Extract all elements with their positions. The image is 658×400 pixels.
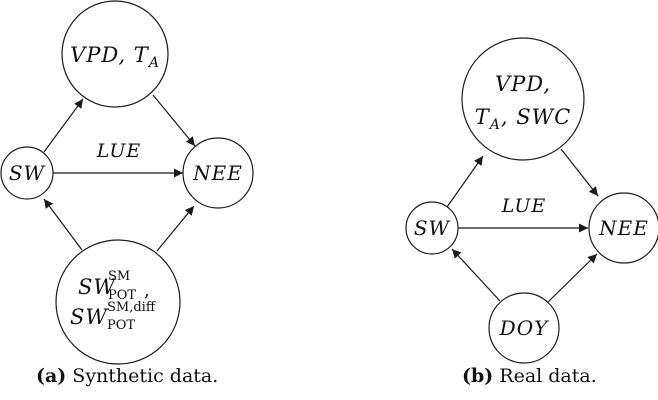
edge-b-doy-to-sw — [451, 248, 501, 302]
caption-a-tag: (a) — [36, 365, 67, 387]
edge-sw-to-vpd — [43, 98, 84, 153]
caption-a-text: Synthetic data. — [72, 365, 219, 387]
node-b-doy-label: DOY — [499, 316, 549, 340]
node-sw-pot-line2: SW — [70, 305, 109, 329]
edge-vpd-to-nee — [152, 94, 196, 147]
edge-b-sw-to-vpd — [446, 155, 484, 208]
node-sw-pot-line2-sup: SM,diff — [107, 300, 157, 315]
node-vpd-ta — [61, 0, 169, 108]
node-nee — [182, 137, 254, 209]
panel-a: VPD, TA SW NEE LUE SW SM POT , SW SM,dif… — [0, 0, 254, 365]
edge-label-b-lue: LUE — [501, 195, 546, 217]
node-sw-pot-line1-sup: SM — [108, 269, 130, 284]
edge-swpot-to-sw — [43, 198, 83, 251]
node-b-nee — [588, 192, 658, 264]
node-sw-pot-line2-sub: POT — [107, 318, 135, 333]
edge-b-vpd-to-nee — [560, 148, 599, 197]
node-nee-label: NEE — [192, 161, 243, 185]
node-b-vpd-line2: TA, SWC — [475, 105, 572, 133]
node-sw — [0, 146, 54, 200]
node-sw-pot — [55, 239, 181, 365]
node-sw-pot-line1-sub: POT — [108, 288, 136, 303]
edge-b-doy-to-nee — [547, 253, 598, 303]
edge-label-lue: LUE — [96, 140, 141, 162]
caption-b-text: Real data. — [499, 365, 597, 387]
node-b-vpd-line1: VPD, — [495, 72, 551, 96]
node-b-nee-label: NEE — [598, 216, 649, 240]
panel-b: VPD, TA, SWC SW NEE LUE DOY — [405, 37, 658, 364]
node-sw-label: SW — [9, 161, 46, 185]
caption-b-tag: (b) — [462, 365, 494, 387]
node-sw-pot-line1-comma: , — [144, 280, 150, 301]
node-b-sw-label: SW — [414, 216, 451, 240]
node-b-sw — [405, 201, 459, 255]
caption-a: (a)Synthetic data. — [36, 365, 218, 387]
node-b-vpd-ta-swc — [461, 37, 585, 161]
node-b-doy — [488, 292, 560, 364]
node-vpd-ta-label: VPD, TA — [70, 43, 160, 71]
node-sw-pot-line1: SW — [78, 275, 117, 299]
edge-swpot-to-nee — [156, 205, 195, 252]
caption-b: (b)Real data. — [462, 365, 597, 387]
